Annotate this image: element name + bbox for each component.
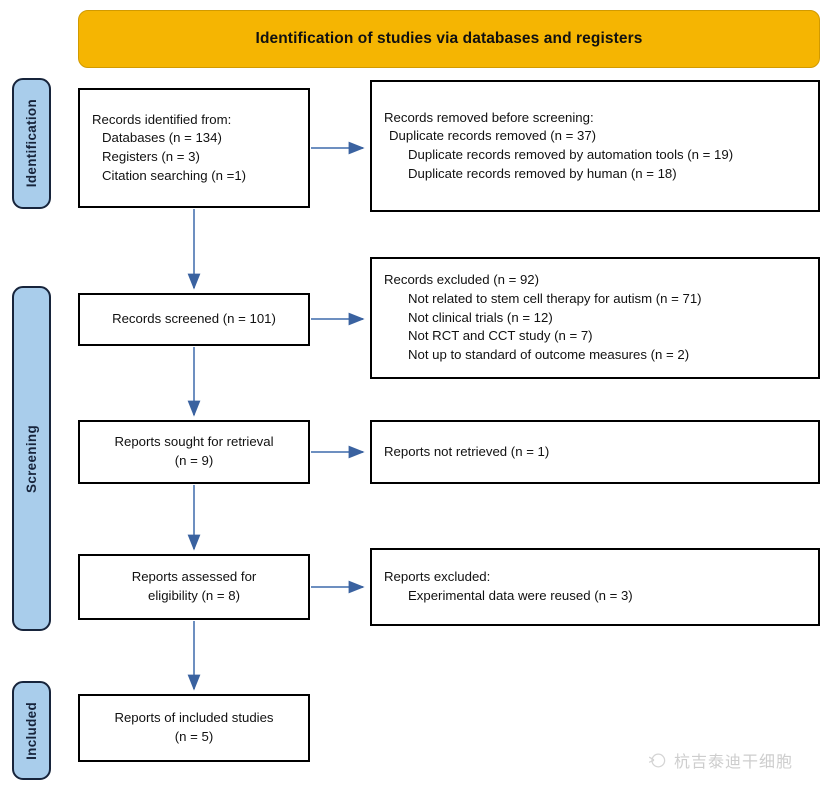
node-reports-not-retrieved: Reports not retrieved (n = 1) [370,420,820,484]
brand-logo-icon [648,753,666,767]
node-line: Not up to standard of outcome measures (… [408,347,690,363]
stage-tab-screening: Screening [12,286,51,631]
node-line: Records removed before screening: [384,109,594,125]
node-reports-sought: Reports sought for retrieval (n = 9) [78,420,310,484]
diagram-header-banner: Identification of studies via databases … [78,10,820,68]
stage-tab-included: Included [12,681,51,780]
node-records-excluded: Records excluded (n = 92) Not related to… [370,257,820,379]
node-line: Not related to stem cell therapy for aut… [408,290,702,306]
node-line: (n = 9) [174,453,214,468]
diagram-title: Identification of studies via databases … [255,30,643,47]
node-line: Records screened (n = 101) [112,311,276,327]
node-line: (n = 5) [174,729,214,744]
node-records-removed: Records removed before screening: Duplic… [370,80,820,212]
node-line: Duplicate records removed by automation … [408,147,734,162]
node-line: Citation searching (n =1) [102,167,247,183]
node-line: Reports sought for retrieval [114,434,274,450]
node-line: Reports of included studies [114,710,274,726]
node-records-screened: Records screened (n = 101) [78,293,310,346]
node-line: Records identified from: [92,111,232,127]
stage-tab-identification: Identification [12,78,51,209]
node-line: Reports excluded: [384,569,491,585]
node-line: Records excluded (n = 92) [384,272,540,288]
node-line: Not clinical trials (n = 12) [408,309,553,325]
node-line: Reports not retrieved (n = 1) [384,443,550,459]
node-line: Experimental data were reused (n = 3) [408,588,633,603]
node-records-identified: Records identified from: Databases (n = … [78,88,310,208]
node-line: Databases (n = 134) [102,130,222,146]
node-reports-included: Reports of included studies (n = 5) [78,694,310,762]
node-line: eligibility (n = 8) [148,588,240,603]
watermark: 杭吉泰迪干细胞 [648,748,793,772]
node-reports-excluded: Reports excluded: Experimental data were… [370,548,820,626]
node-line: Reports assessed for [131,569,257,585]
node-line: Duplicate records removed (n = 37) [389,128,597,144]
node-line: Not RCT and CCT study (n = 7) [408,328,593,344]
node-reports-assessed: Reports assessed for eligibility (n = 8) [78,554,310,620]
node-line: Duplicate records removed by human (n = … [408,165,677,181]
watermark-text: 杭吉泰迪干细胞 [674,752,794,771]
node-line: Registers (n = 3) [102,149,200,164]
